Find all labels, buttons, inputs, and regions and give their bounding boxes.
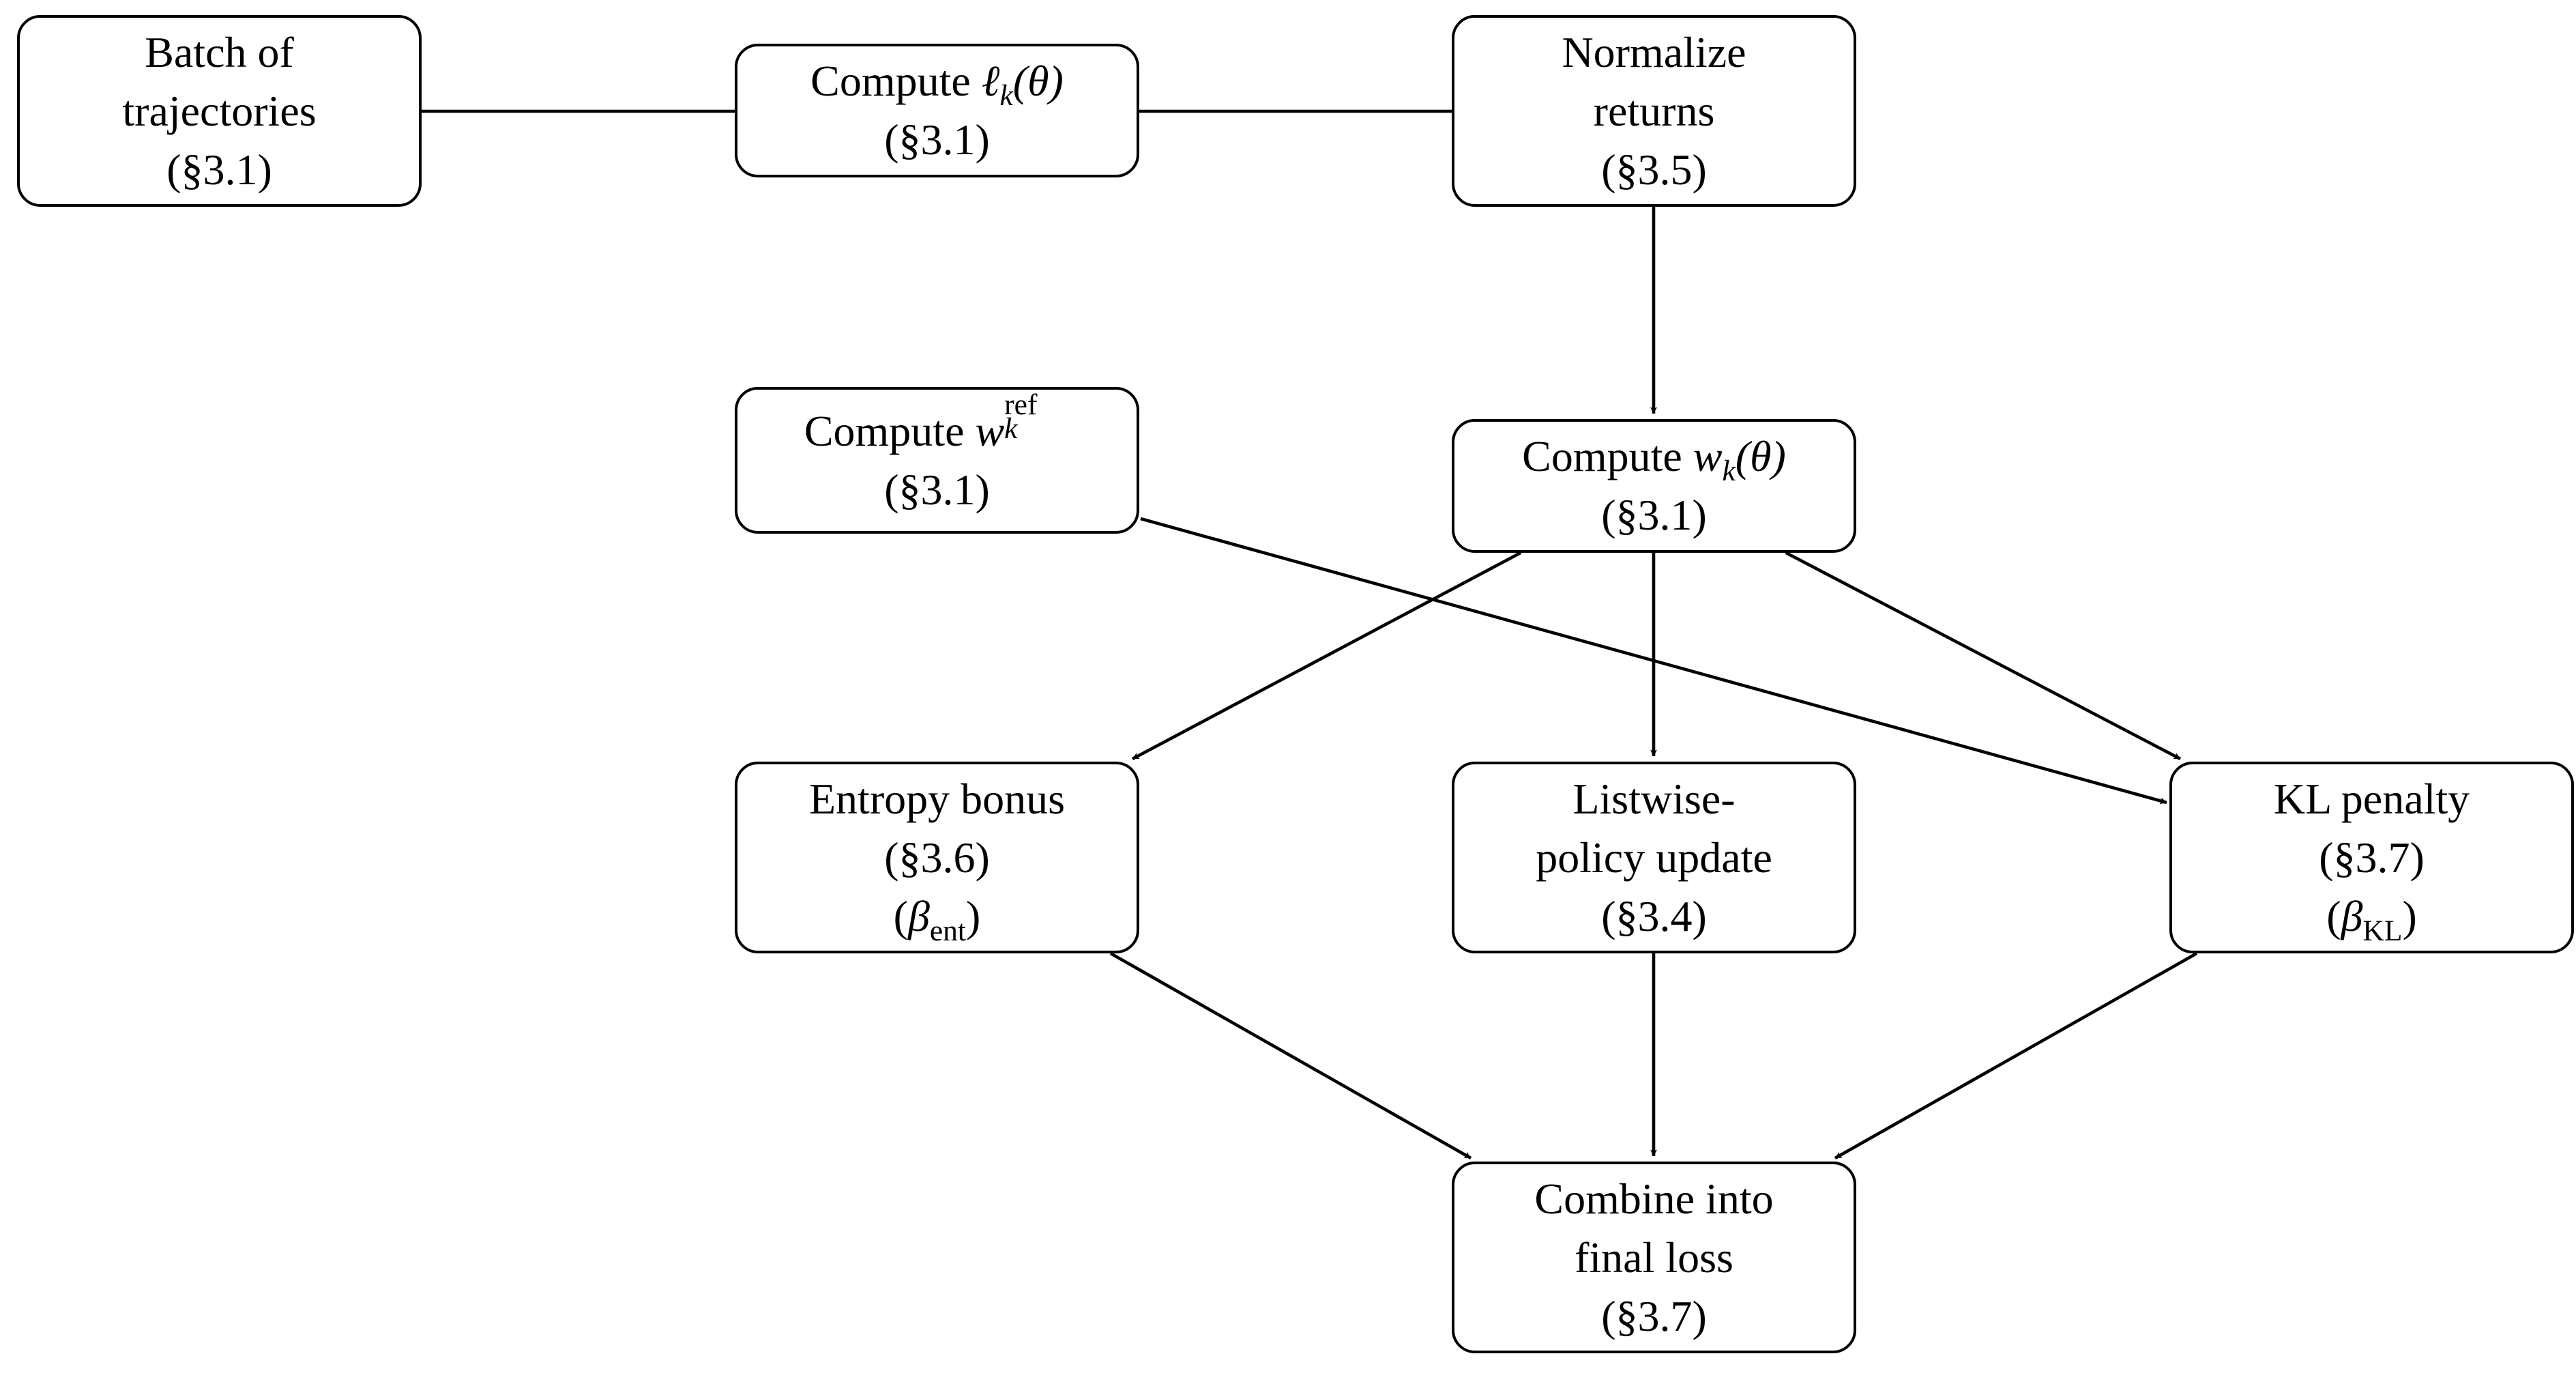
math-superscript: ref bbox=[1004, 388, 1038, 421]
math-subscript: k bbox=[1004, 412, 1018, 445]
node-section-ref: (§3.4) bbox=[1601, 891, 1707, 940]
node-section-ref: (§3.1) bbox=[1601, 491, 1707, 539]
node-text: KL penalty bbox=[2273, 774, 2470, 823]
node-text: Entropy bonus bbox=[808, 774, 1066, 823]
math-paren-open: ( bbox=[893, 891, 908, 940]
node-text: Compute bbox=[804, 406, 976, 455]
node-text: final loss bbox=[1575, 1232, 1733, 1282]
node-coefficient: (βKL) bbox=[2326, 887, 2417, 946]
node-section-ref: (§3.1) bbox=[166, 145, 272, 194]
node-section-ref: (§3.5) bbox=[1601, 145, 1707, 194]
edge-compute-wk-to-kl bbox=[1785, 551, 2182, 761]
math-paren-close: ) bbox=[2402, 891, 2417, 940]
node-text: returns bbox=[1593, 86, 1715, 135]
edge-compute-wref-to-kl bbox=[1140, 517, 2167, 805]
node-listwise-policy-update: Listwise- policy update (§3.4) bbox=[1452, 762, 1856, 953]
math-paren-open: ( bbox=[2326, 891, 2341, 940]
node-text: Normalize bbox=[1562, 27, 1746, 76]
math-subscript: ent bbox=[929, 914, 967, 947]
math-subscript: KL bbox=[2362, 914, 2403, 947]
node-section-ref: (§3.6) bbox=[884, 833, 990, 882]
node-compute-wk: Compute wk(θ) (§3.1) bbox=[1452, 419, 1856, 553]
math-symbol: β bbox=[2341, 891, 2363, 940]
node-section-ref: (§3.1) bbox=[884, 115, 990, 164]
edge-entropy-to-combine bbox=[1109, 952, 1472, 1159]
node-text: Compute bbox=[810, 57, 982, 105]
math-subscript: k bbox=[1722, 454, 1736, 487]
edge-compute-wk-to-entropy bbox=[1131, 551, 1522, 761]
node-section-ref: (§3.7) bbox=[2319, 833, 2425, 882]
node-batch-of-trajectories: Batch of trajectories (§3.1) bbox=[17, 15, 422, 207]
edge-kl-to-combine bbox=[1834, 951, 2198, 1160]
node-text: Compute bbox=[1522, 432, 1693, 480]
node-normalize-returns: Normalize returns (§3.5) bbox=[1452, 15, 1856, 207]
node-formula: Compute wk(θ) bbox=[1522, 427, 1786, 486]
node-entropy-bonus: Entropy bonus (§3.6) (βent) bbox=[735, 762, 1139, 953]
node-text: Combine into bbox=[1534, 1174, 1774, 1223]
math-symbol: β bbox=[907, 891, 930, 940]
node-compute-ell: Compute ℓk(θ) (§3.1) bbox=[735, 44, 1139, 177]
node-text: Batch of bbox=[145, 27, 294, 76]
node-kl-penalty: KL penalty (§3.7) (βKL) bbox=[2169, 762, 2574, 953]
node-combine-final-loss: Combine into final loss (§3.7) bbox=[1452, 1162, 1856, 1353]
node-formula: Compute ℓk(θ) bbox=[810, 52, 1064, 111]
node-section-ref: (§3.7) bbox=[1601, 1291, 1707, 1340]
math-argument: (θ) bbox=[1012, 57, 1064, 105]
math-paren-close: ) bbox=[966, 891, 981, 940]
math-argument: (θ) bbox=[1735, 432, 1786, 480]
node-coefficient: (βent) bbox=[894, 887, 981, 946]
node-text: Listwise- bbox=[1572, 774, 1736, 823]
node-text: policy update bbox=[1536, 833, 1772, 882]
math-subscript: k bbox=[999, 78, 1013, 112]
math-symbol: w bbox=[1693, 432, 1723, 480]
math-symbol: ℓ bbox=[981, 57, 1000, 105]
node-text: trajectories bbox=[122, 86, 317, 135]
math-symbol: w bbox=[975, 406, 1005, 455]
node-section-ref: (§3.1) bbox=[884, 465, 990, 514]
